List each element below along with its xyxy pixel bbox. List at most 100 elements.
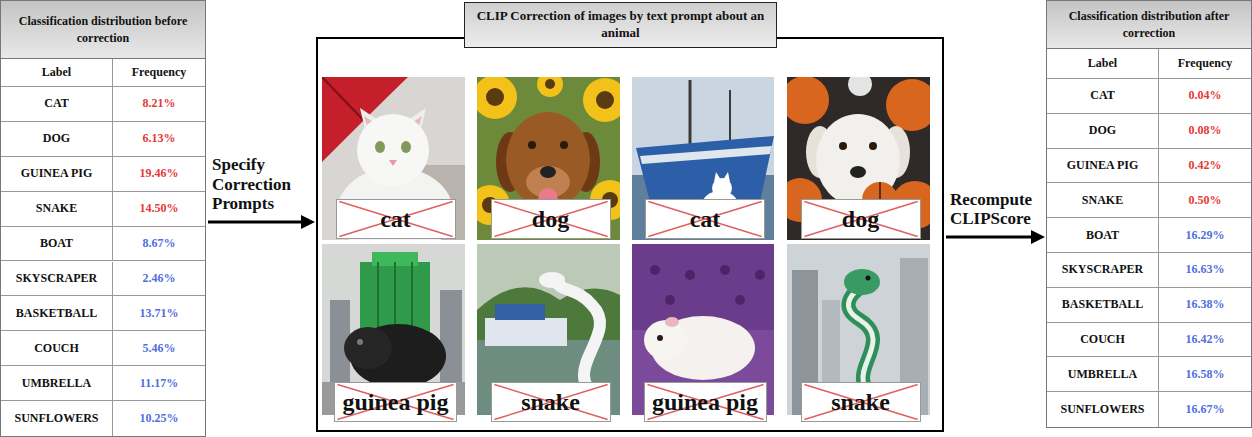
class-label: DOG [1089,123,1116,138]
frequency-value: 6.13% [143,131,176,146]
table-header-row: LabelFrequency [1,59,205,87]
illustration-part [720,265,730,275]
guinea-pig-skyscraper-image [322,244,465,415]
illustration-part [389,160,397,166]
illustration-part [545,79,555,89]
table-cell: 13.71% [113,296,205,330]
class-label: UMBRELLA [22,376,91,391]
class-label: SUNFLOWERS [1060,402,1144,417]
animal-label: snake [521,390,580,414]
illustration-part [477,77,517,119]
arrow-head [1031,230,1045,244]
table-cell: SUNFLOWERS [1047,392,1159,427]
illustration-part [685,270,695,280]
cross-line [337,385,453,420]
table-row: SNAKE0.50% [1047,183,1251,218]
cross-line [494,202,607,237]
animal-label: cat [380,207,411,231]
arrow-label: Recompute CLIPScore [950,190,1041,229]
arrow-label: Specify Correction Prompts [212,155,311,214]
column-header: Label [1088,56,1117,71]
table-cell: 16.67% [1159,392,1251,427]
illustration-part [486,88,504,106]
class-label: BOAT [40,236,73,251]
table-cell: COUCH [1047,323,1159,357]
table-row: SNAKE 14.50% [1,192,205,227]
illustration-part [723,172,730,182]
crossed-label-box: dog [491,199,611,239]
illustration-part [485,318,567,346]
table-cell: 14.50% [113,192,205,226]
table-row: BOAT8.67% [1,227,205,262]
table-cell: 16.38% [1159,288,1251,322]
table-row: GUINEA PIG 19.46% [1,157,205,192]
illustration-part [665,295,675,305]
frequency-value: 16.38% [1186,297,1225,312]
illustration-part [560,141,568,149]
table-cell: 19.46% [113,157,205,191]
crossed-label-box: guinea pig [644,382,767,422]
illustration-part [632,244,774,415]
table-row: CAT8.21% [1,87,205,122]
table-cell: 6.13% [113,122,205,156]
table-row: SKYSCRAPER2.46% [1,262,205,297]
cat-umbrella-image [322,77,465,240]
table-cell: SUNFLOWERS [1,401,113,436]
table-cell: 11.17% [113,366,205,400]
illustration-part [650,265,660,275]
frequency-value: 13.71% [140,306,179,321]
illustration-part [357,114,429,186]
class-label: SNAKE [1082,193,1123,208]
table-row: BASKETBALL13.71% [1,296,205,331]
class-label: CAT [1090,88,1114,103]
illustration-part [583,78,620,122]
frequency-value: 10.25% [140,411,179,426]
class-label: GUINEA PIG [1067,158,1139,173]
column-header: Frequency [1178,56,1232,71]
flow-arrow [208,215,315,229]
crossed-label-box: snake [801,382,921,422]
illustration-part [636,136,774,202]
illustration-part [866,276,871,281]
table-cell: SNAKE [1,192,113,226]
crossed-label-box: cat [336,199,456,239]
table-cell: Frequency [1159,49,1251,78]
table-cell: GUINEA PIG [1,157,113,191]
table-cell: SNAKE [1047,183,1159,217]
table-title: Classification distribution before corre… [9,13,197,45]
correction-panel: CLIP Correction of images by text prompt… [316,37,944,432]
class-label: BASKETBALL [1062,297,1143,312]
table-cell: 16.58% [1159,357,1251,391]
illustration-part [714,172,721,182]
table-cell: BOAT [1,227,113,261]
table-cell: Label [1047,49,1159,78]
table-cell: CAT [1047,79,1159,113]
frequency-value: 0.42% [1189,158,1222,173]
flow-arrow [946,230,1045,244]
column-header: Label [42,65,71,80]
table-title: Classification distribution after correc… [1055,8,1243,40]
class-label: BOAT [1086,228,1119,243]
illustration-part [640,146,772,164]
boat-cat-image [632,77,774,240]
frequency-value: 0.04% [1189,88,1222,103]
illustration-part [848,77,872,96]
crossed-label-box: dog [801,199,921,239]
frequency-value: 14.50% [140,201,179,216]
table-row: BASKETBALL 16.38% [1047,288,1251,323]
frequency-value: 0.08% [1189,123,1222,138]
crossed-label-box: snake [491,382,611,422]
illustration-part [886,79,930,131]
class-label: GUINEA PIG [21,166,93,181]
cross-line [804,202,917,237]
panel-title: CLIP Correction of images by text prompt… [473,8,768,42]
illustration-part [689,80,692,150]
table-cell: GUINEA PIG [1047,149,1159,183]
illustration-part [735,295,745,305]
table-cell: SKYSCRAPER [1,262,113,296]
arrow-shaft [946,236,1033,239]
illustration-part [322,244,465,415]
illustration-part [844,269,880,295]
cross-line [804,385,917,420]
